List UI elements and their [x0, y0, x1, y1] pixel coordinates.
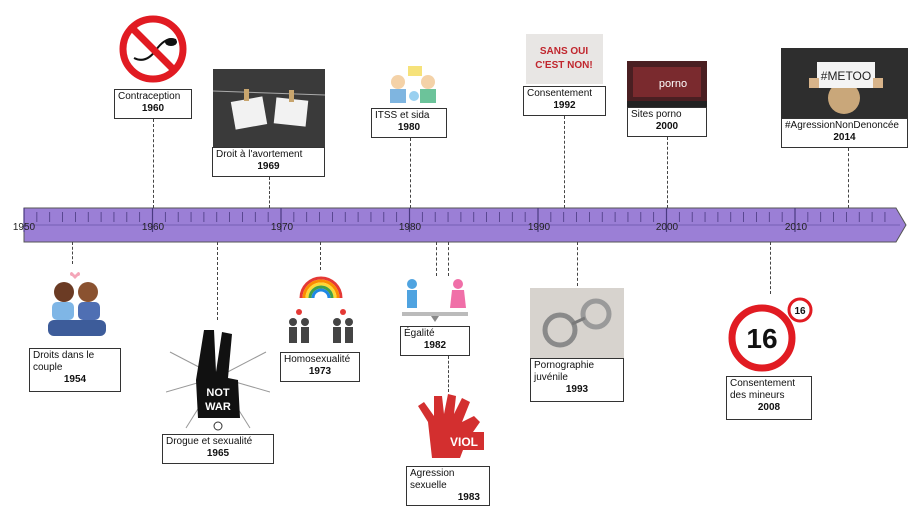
event-year: 2014 — [833, 132, 856, 143]
image-text-line-2: WAR — [205, 401, 231, 413]
event-year: 2000 — [655, 121, 679, 132]
event-label: Consentement des mineurs — [730, 378, 796, 401]
image-text-line-2: C'EST NON! — [535, 60, 592, 71]
event-label: #AgressionNonDenoncée — [785, 120, 899, 131]
tick-label-1960: 1960 — [141, 222, 165, 233]
connector-1969 — [269, 177, 270, 208]
photo-signs-on-clothesline — [213, 69, 325, 147]
connector-2000 — [667, 137, 668, 208]
red-hand-viol-icon: VIOL — [408, 392, 490, 460]
event-box-agression-non-denoncee: #AgressionNonDenoncée 2014 — [781, 118, 908, 148]
not-war-hand-icon: NOT WAR — [166, 322, 270, 432]
connector-1983-upper — [448, 242, 449, 276]
event-label: Drogue et sexualité — [166, 436, 253, 447]
tick-label-2000: 2000 — [655, 222, 679, 233]
event-box-itss: ITSS et sida 1980 — [371, 108, 447, 138]
event-year: 1982 — [423, 340, 447, 351]
laptop-porno-photo: porno — [627, 61, 707, 109]
connector-1993 — [577, 242, 578, 286]
image-text: VIOL — [450, 435, 478, 449]
event-box-agression-sexuelle: Agression sexuelle 1983 — [406, 466, 490, 506]
image-text: #METOO — [821, 69, 871, 83]
image-text-line-1: NOT — [206, 387, 230, 399]
rainbow-couples-icon — [283, 274, 359, 350]
event-box-consentement: Consentement 1992 — [523, 86, 606, 116]
tick-label-1980: 1980 — [398, 222, 422, 233]
event-year: 1965 — [206, 448, 230, 459]
event-year: 1992 — [553, 100, 576, 111]
event-label: Homosexualité — [284, 354, 351, 365]
event-label: ITSS et sida — [375, 110, 430, 121]
connector-1980 — [410, 138, 411, 208]
connector-1982 — [436, 242, 437, 276]
tick-label-1970: 1970 — [270, 222, 294, 233]
event-year: 1980 — [397, 122, 421, 133]
couple-clipart — [38, 268, 116, 344]
event-box-homosexualite: Homosexualité 1973 — [280, 352, 360, 382]
event-label: Contraception — [118, 91, 181, 102]
event-year: 1993 — [565, 384, 589, 395]
connector-2014 — [848, 148, 849, 208]
tick-label-2010: 2010 — [784, 222, 808, 233]
connector-1960 — [153, 119, 154, 208]
gender-equality-scale-icon — [398, 276, 472, 324]
handcuffs-photo — [530, 288, 624, 358]
event-box-contraception: Contraception 1960 — [114, 89, 192, 119]
event-box-droits-couple: Droits dans le couple 1954 — [29, 348, 121, 392]
tick-label-1950: 1950 — [12, 222, 36, 233]
event-label: Sites porno — [631, 109, 682, 120]
event-year: 1969 — [257, 161, 280, 172]
event-label: Égalité — [404, 328, 435, 339]
image-text: porno — [659, 78, 687, 90]
image-text: 16 — [746, 323, 777, 354]
event-label: Agression sexuelle — [410, 468, 455, 491]
event-box-drogue: Drogue et sexualité 1965 — [162, 434, 274, 464]
minor-ticks — [23, 208, 886, 232]
event-year: 1954 — [63, 374, 87, 385]
event-label: Droits dans le couple — [33, 350, 95, 373]
image-text-small: 16 — [794, 306, 806, 317]
event-year: 1983 — [457, 492, 480, 503]
event-box-consentement-mineurs: Consentement des mineurs 2008 — [726, 376, 812, 420]
medical-people-clipart — [384, 60, 444, 106]
event-box-sites-porno: Sites porno 2000 — [627, 107, 707, 137]
event-label: Pornographie juvénile — [534, 360, 595, 383]
event-label: Droit à l'avortement — [216, 149, 303, 160]
connector-2008 — [770, 242, 771, 294]
no-sperm-sign-icon — [116, 12, 190, 86]
event-box-egalite: Égalité 1982 — [400, 326, 470, 356]
event-box-avortement: Droit à l'avortement 1969 — [212, 147, 325, 177]
connector-1965 — [217, 242, 218, 320]
metoo-sign-photo: #METOO — [781, 48, 908, 118]
image-text-line-1: SANS OUI — [540, 46, 589, 57]
event-year: 1960 — [141, 103, 165, 114]
connector-1983 — [448, 356, 449, 392]
event-year: 2008 — [757, 402, 781, 413]
connector-1954 — [72, 242, 73, 264]
tick-label-1990: 1990 — [527, 222, 551, 233]
event-label: Consentement — [527, 88, 593, 99]
connector-1992 — [564, 116, 565, 208]
event-box-pornographie-juvenile: Pornographie juvénile 1993 — [530, 358, 624, 402]
sans-oui-cest-non-photo: SANS OUI C'EST NON! — [526, 34, 603, 84]
connector-1973 — [320, 242, 321, 270]
event-year: 1973 — [308, 366, 332, 377]
speed-limit-16-sign: 16 16 — [722, 296, 814, 372]
